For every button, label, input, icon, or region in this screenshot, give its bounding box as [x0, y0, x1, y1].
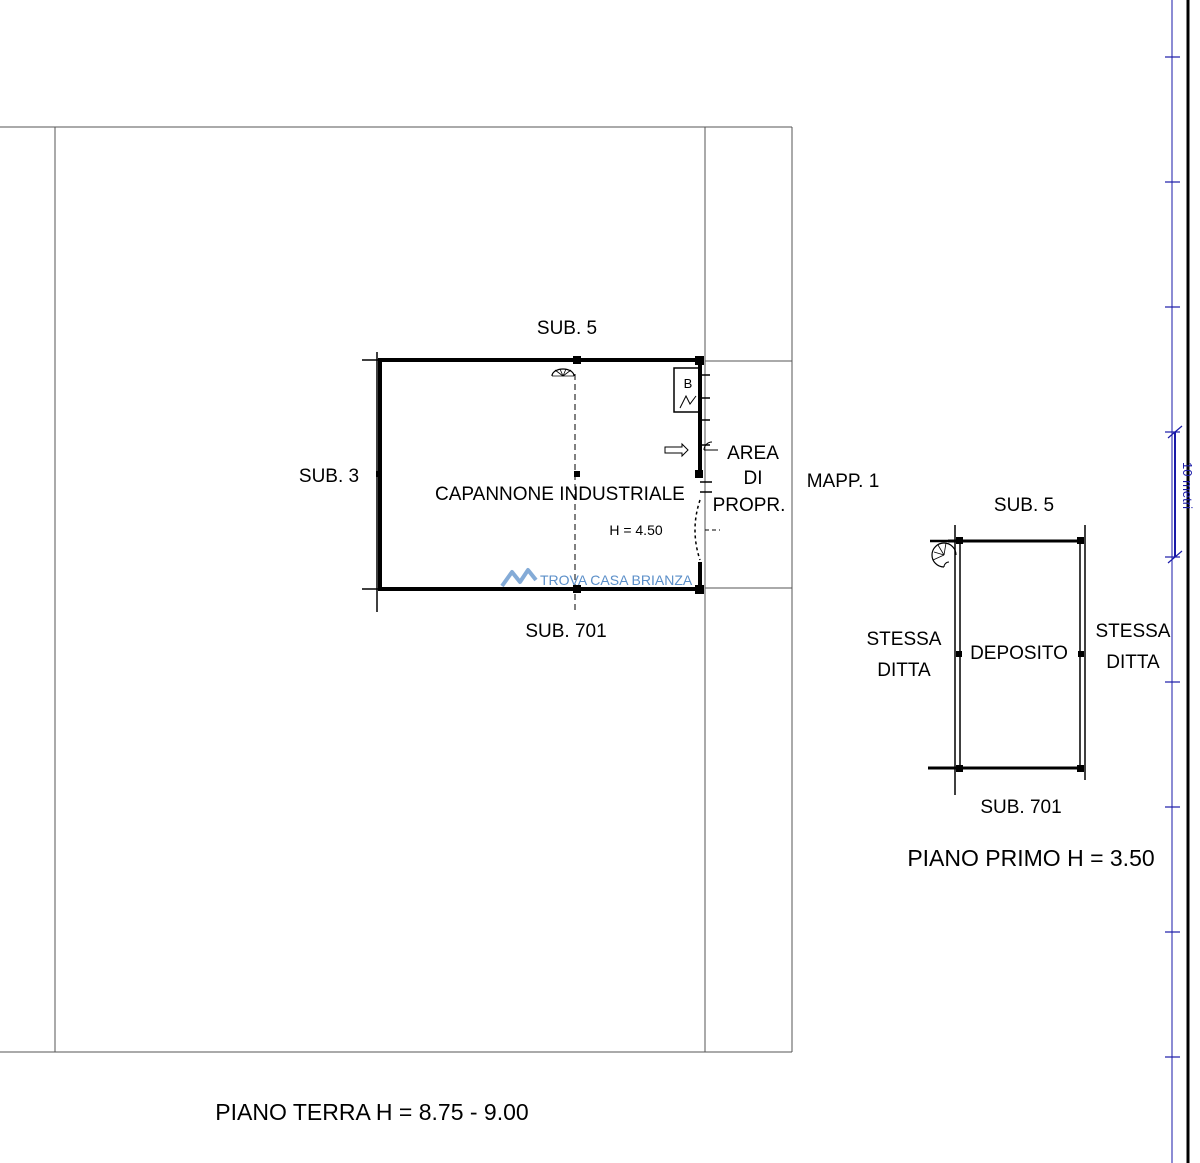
ground-floor-caption: PIANO TERRA H = 8.75 - 9.00 — [215, 1099, 528, 1125]
watermark-text: TROVA CASA BRIANZA — [540, 572, 693, 588]
bathroom — [673, 367, 701, 413]
first-right-line1: STESSA — [1096, 621, 1171, 642]
first-left-line1: STESSA — [867, 629, 942, 650]
watermark-logo-icon — [500, 568, 538, 588]
spiral-stair-icon — [930, 539, 957, 568]
right-edge-rulers — [1165, 0, 1190, 1163]
first-top-neighbor: SUB. 5 — [994, 495, 1054, 516]
ground-bottom-neighbor: SUB. 701 — [525, 621, 606, 642]
site-boundary — [0, 126, 793, 1053]
first-floor-caption: PIANO PRIMO H = 3.50 — [907, 845, 1154, 871]
first-floor-walls — [928, 525, 1086, 795]
entrance-arrow-icon — [664, 441, 718, 458]
first-left-line2: DITTA — [877, 660, 931, 681]
ground-room-height: H = 4.50 — [609, 522, 663, 538]
area-label-line1: AREA — [727, 443, 779, 464]
first-bottom-neighbor: SUB. 701 — [980, 797, 1061, 818]
parcel-label: MAPP. 1 — [807, 471, 880, 492]
area-label-line2: DI — [744, 468, 763, 489]
scale-bar-label: 10 metri — [1180, 462, 1195, 509]
area-label-line3: PROPR. — [713, 495, 786, 516]
first-right-line2: DITTA — [1106, 652, 1160, 673]
ground-room-name: CAPANNONE INDUSTRIALE — [435, 484, 685, 505]
spiral-stair-icon — [551, 368, 575, 377]
ground-top-neighbor: SUB. 5 — [537, 318, 597, 339]
ground-left-neighbor: SUB. 3 — [299, 466, 359, 487]
bath-letter: B — [684, 376, 693, 391]
first-room-name: DEPOSITO — [970, 643, 1068, 664]
